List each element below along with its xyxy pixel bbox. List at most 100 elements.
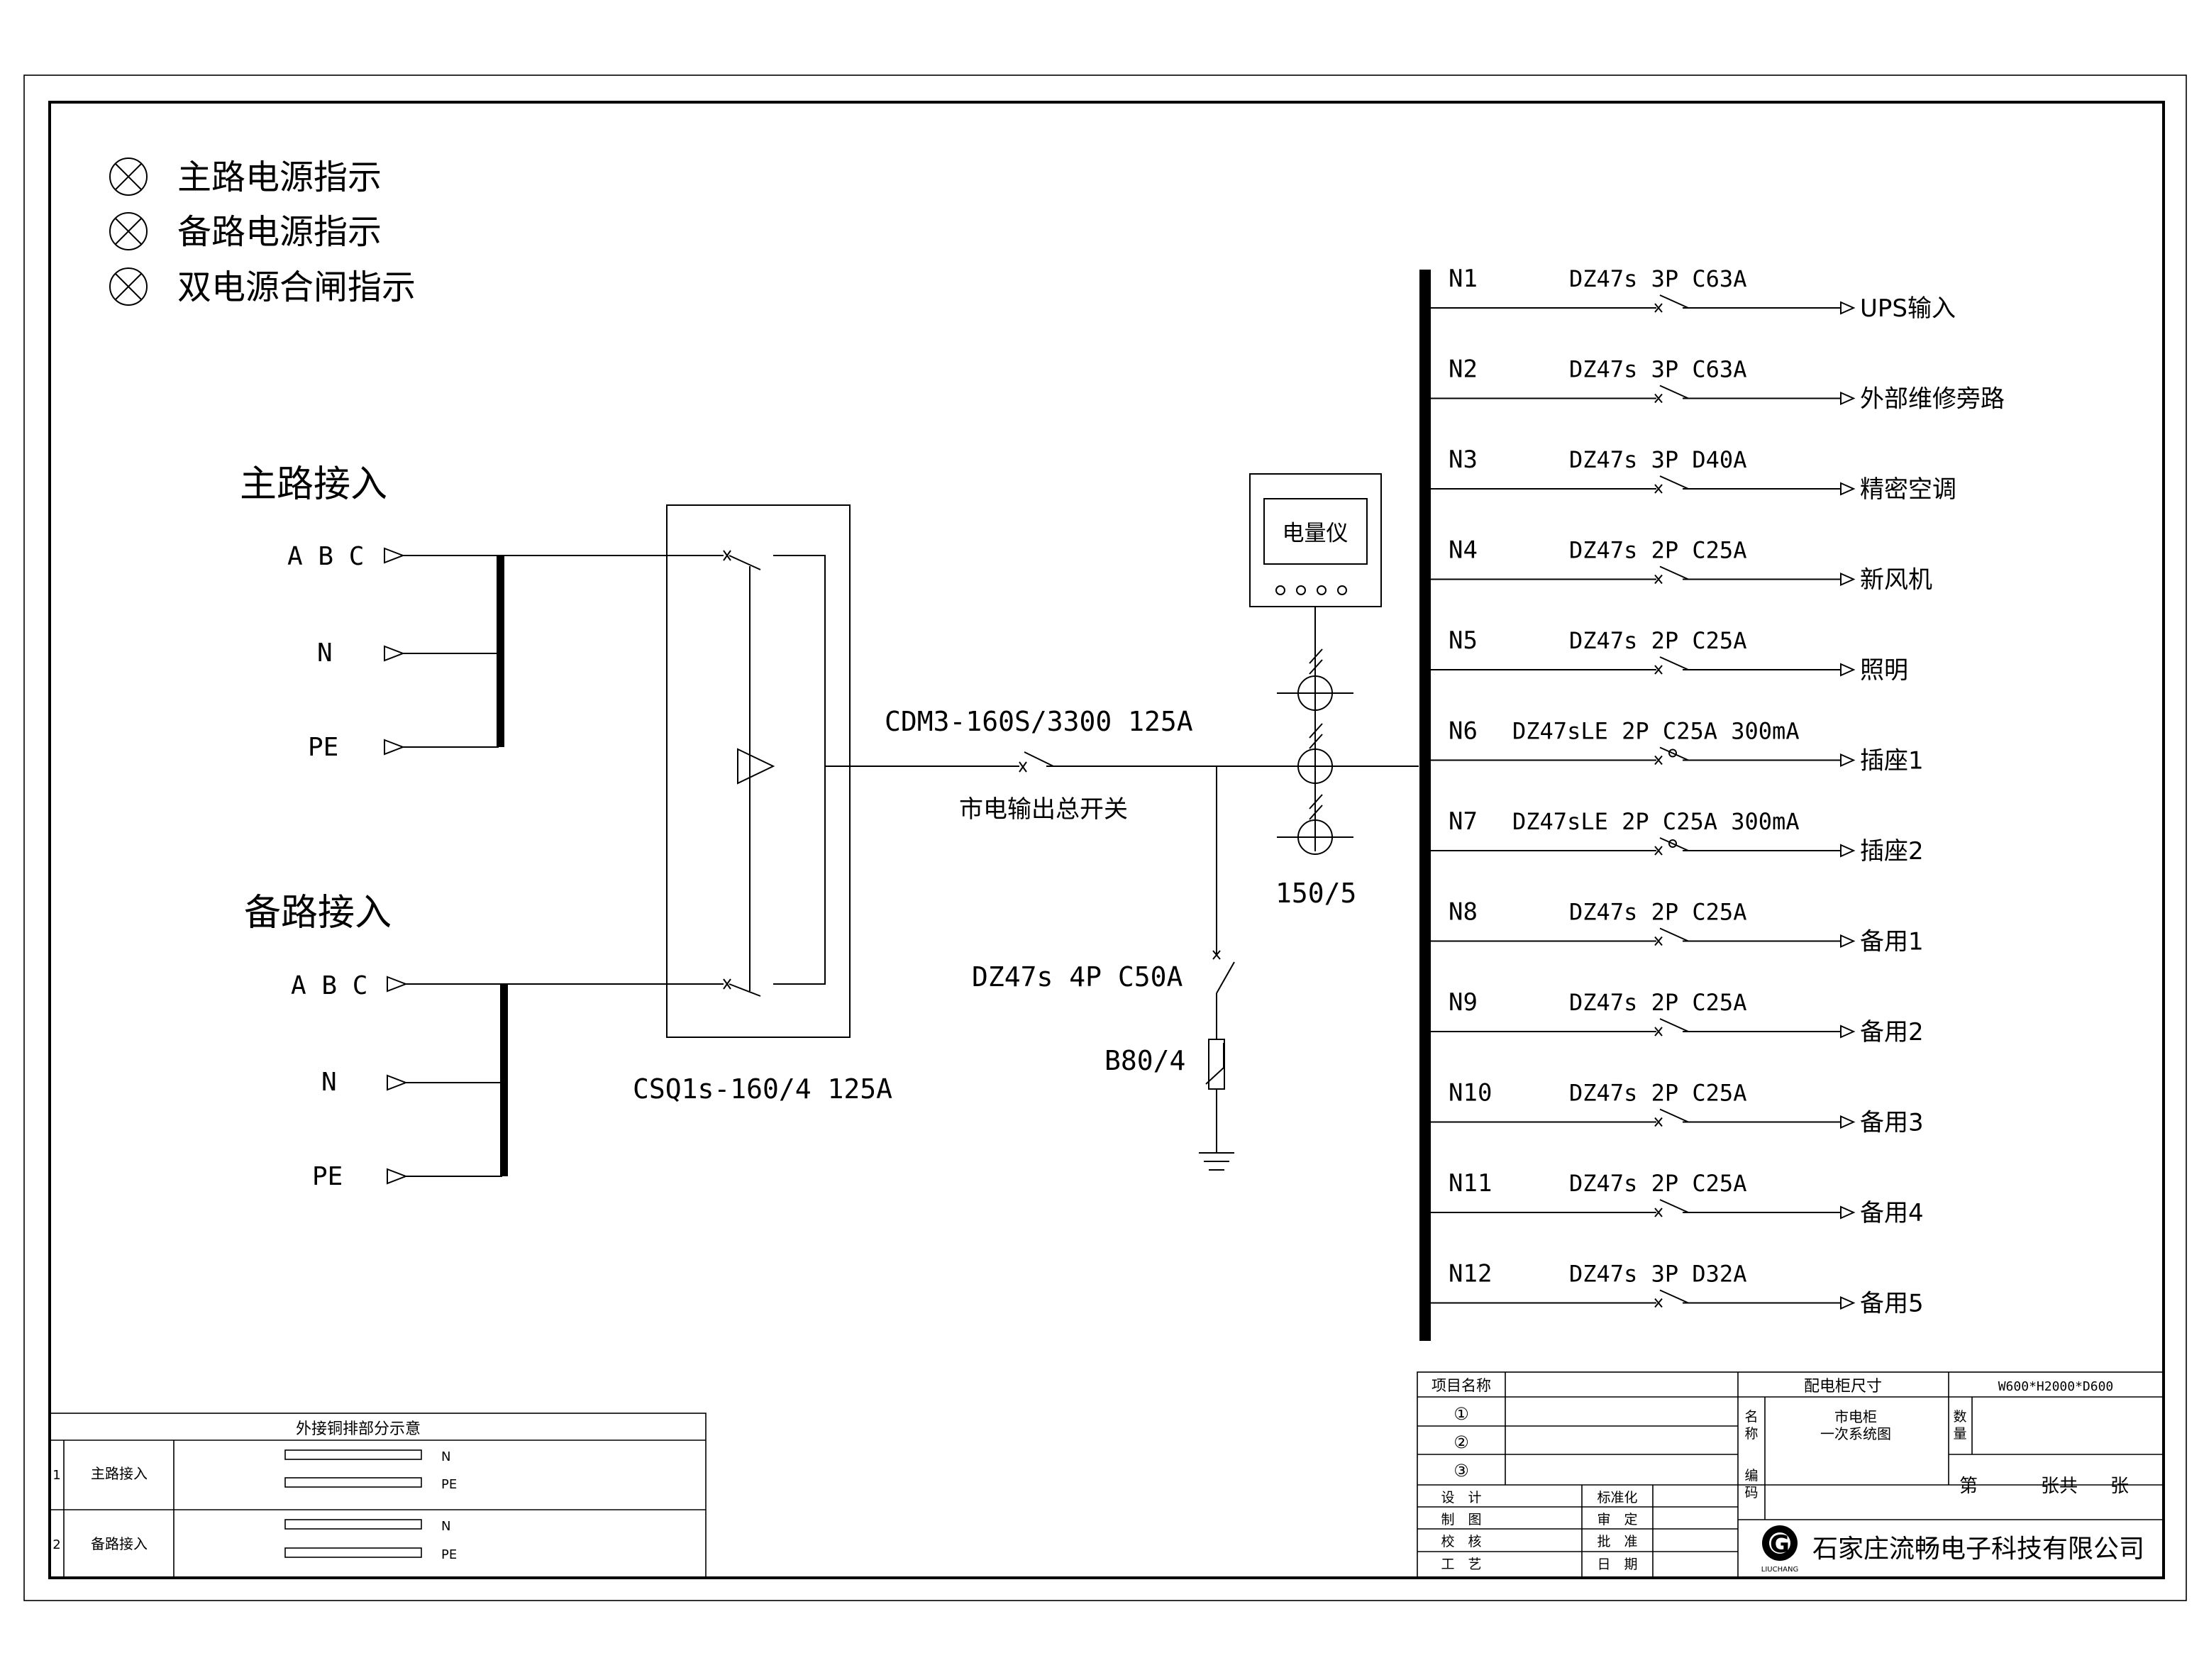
branch-id: N10 xyxy=(1449,1079,1492,1107)
ct-ratio: 150/5 xyxy=(1275,878,1356,909)
sheet-number: 张 xyxy=(2110,1476,2129,1497)
project-name-label: 项目名称 xyxy=(1432,1377,1491,1394)
output-arrow-icon xyxy=(1840,844,1856,858)
breaker-contact xyxy=(1659,385,1689,399)
busbar-bar xyxy=(284,1449,422,1460)
branch-load-label: 新风机 xyxy=(1860,566,1932,595)
branch-load-label: UPS输入 xyxy=(1860,294,1956,323)
branch-id: N11 xyxy=(1449,1169,1492,1198)
output-arrow-icon xyxy=(1840,301,1856,315)
inner-frame xyxy=(48,101,2165,1579)
breaker-contact xyxy=(1659,927,1689,942)
surge-protection: DZ47s 4P C50A B80/4 xyxy=(972,766,1235,1171)
breaker-mark xyxy=(1654,846,1663,856)
backup-input-pe: PE xyxy=(312,1162,343,1191)
rcd-mark-icon xyxy=(1668,839,1677,848)
output-arrow-icon xyxy=(1840,1115,1856,1129)
branch-breaker-model: DZ47s 3P C63A xyxy=(1569,265,1746,292)
branch-id: N6 xyxy=(1449,717,1478,746)
backup-input-neutral: N xyxy=(321,1068,337,1097)
branch-load-label: 备用5 xyxy=(1860,1290,1924,1318)
main-input-busbar xyxy=(497,556,504,747)
branch-load-label: 照明 xyxy=(1860,656,1908,685)
name-label: 称 xyxy=(1744,1426,1758,1442)
backup-input-title: 备路接入 xyxy=(244,892,392,934)
branch-circuit-n1: N1 DZ47s 3P C63A UPS输入 xyxy=(1431,265,1956,323)
rcd-mark-icon xyxy=(1668,748,1677,758)
breaker-contact xyxy=(1659,475,1689,490)
breaker-contact xyxy=(1659,1108,1689,1123)
branch-breaker-model: DZ47s 3P D40A xyxy=(1569,446,1746,473)
branch-load-label: 插座2 xyxy=(1860,837,1924,866)
busbar-table: 外接铜排部分示意 1 主路接入 N PE 2 备路接入 N PE xyxy=(49,1413,707,1579)
ats-switch: CSQ1s-160/4 125A xyxy=(633,504,892,1105)
branch-id: N7 xyxy=(1449,807,1478,836)
branch-breaker-model: DZ47s 2P C25A xyxy=(1569,1080,1746,1107)
busbar-bar xyxy=(284,1547,422,1558)
main-output: CDM3-160S/3300 125A 市电输出总开关 xyxy=(825,706,1419,824)
backup-input-busbar xyxy=(500,984,508,1176)
drawing-name: 市电柜 xyxy=(1834,1408,1877,1425)
branch-load-label: 备用4 xyxy=(1860,1199,1924,1227)
branch-load-label: 备用1 xyxy=(1860,928,1924,956)
output-arrow-icon xyxy=(1840,1024,1856,1039)
company-logo-icon: G LIUCHANG xyxy=(1761,1525,1798,1574)
terminal-arrow-icon xyxy=(384,739,405,756)
logo-letter: G xyxy=(1770,1530,1790,1559)
date-label: 日 期 xyxy=(1597,1557,1637,1572)
main-input-title: 主路接入 xyxy=(240,463,387,506)
cabinet-size-value: W600*H2000*D600 xyxy=(1998,1379,2114,1394)
busbar-bar-label: PE xyxy=(441,1547,457,1562)
branch-id: N12 xyxy=(1449,1260,1492,1288)
breaker-mark xyxy=(1654,1117,1663,1127)
busbar-row-no: 2 xyxy=(52,1537,60,1552)
busbar-table-title: 外接铜排部分示意 xyxy=(296,1420,421,1438)
company-name: 石家庄流畅电子科技有限公司 xyxy=(1812,1535,2144,1564)
busbar-bar xyxy=(284,1519,422,1530)
branch-breaker-model: DZ47s 2P C25A xyxy=(1569,537,1746,564)
indicator-lamp-icon xyxy=(109,267,148,306)
main-switch-model: CDM3-160S/3300 125A xyxy=(885,706,1193,737)
output-arrow-icon xyxy=(1840,1205,1856,1220)
busbar-bar-label: N xyxy=(441,1519,450,1534)
code-label: 编 xyxy=(1744,1468,1758,1483)
branch-id: N2 xyxy=(1449,355,1478,384)
legend-label-backup: 备路电源指示 xyxy=(177,212,382,252)
branch-id: N9 xyxy=(1449,988,1478,1017)
standard-label: 标准化 xyxy=(1597,1490,1637,1505)
branch-load-label: 备用2 xyxy=(1860,1018,1924,1046)
branch-load-label: 备用3 xyxy=(1860,1109,1924,1137)
breaker-mark xyxy=(1654,484,1663,494)
branch-load-label: 精密空调 xyxy=(1860,475,1956,504)
indicator-lamp-icon xyxy=(109,212,148,250)
logo-text: LIUCHANG xyxy=(1761,1566,1798,1574)
busbar-bar xyxy=(284,1477,422,1488)
breaker-mark xyxy=(1654,393,1663,404)
branch-id: N1 xyxy=(1449,265,1478,293)
branch-breaker-model: DZ47s 2P C25A xyxy=(1569,989,1746,1016)
spd-breaker-model: DZ47s 4P C50A xyxy=(972,961,1183,993)
backup-input-phases: A B C xyxy=(291,971,367,1000)
busbar-row-name: 备路接入 xyxy=(91,1535,148,1552)
terminal-arrow-icon xyxy=(384,547,405,564)
main-input-phases: A B C xyxy=(287,542,364,571)
output-arrow-icon xyxy=(1840,482,1856,496)
output-arrow-icon xyxy=(1840,1295,1856,1310)
output-arrow-icon xyxy=(1840,753,1856,768)
branch-load-label: 插座1 xyxy=(1860,747,1924,775)
code-label: 码 xyxy=(1744,1485,1758,1501)
spd-arrester-model: B80/4 xyxy=(1104,1045,1185,1076)
main-switch-label: 市电输出总开关 xyxy=(959,795,1128,824)
name-label: 名 xyxy=(1744,1409,1758,1425)
terminal-arrow-icon xyxy=(387,1168,408,1185)
project-row-1: ① xyxy=(1453,1404,1469,1424)
branch-breaker-model: DZ47sLE 2P C25A 300mA xyxy=(1512,718,1800,745)
breaker-mark xyxy=(1654,1208,1663,1217)
review-label: 审 定 xyxy=(1597,1512,1637,1527)
breaker-contact xyxy=(1659,1199,1689,1213)
